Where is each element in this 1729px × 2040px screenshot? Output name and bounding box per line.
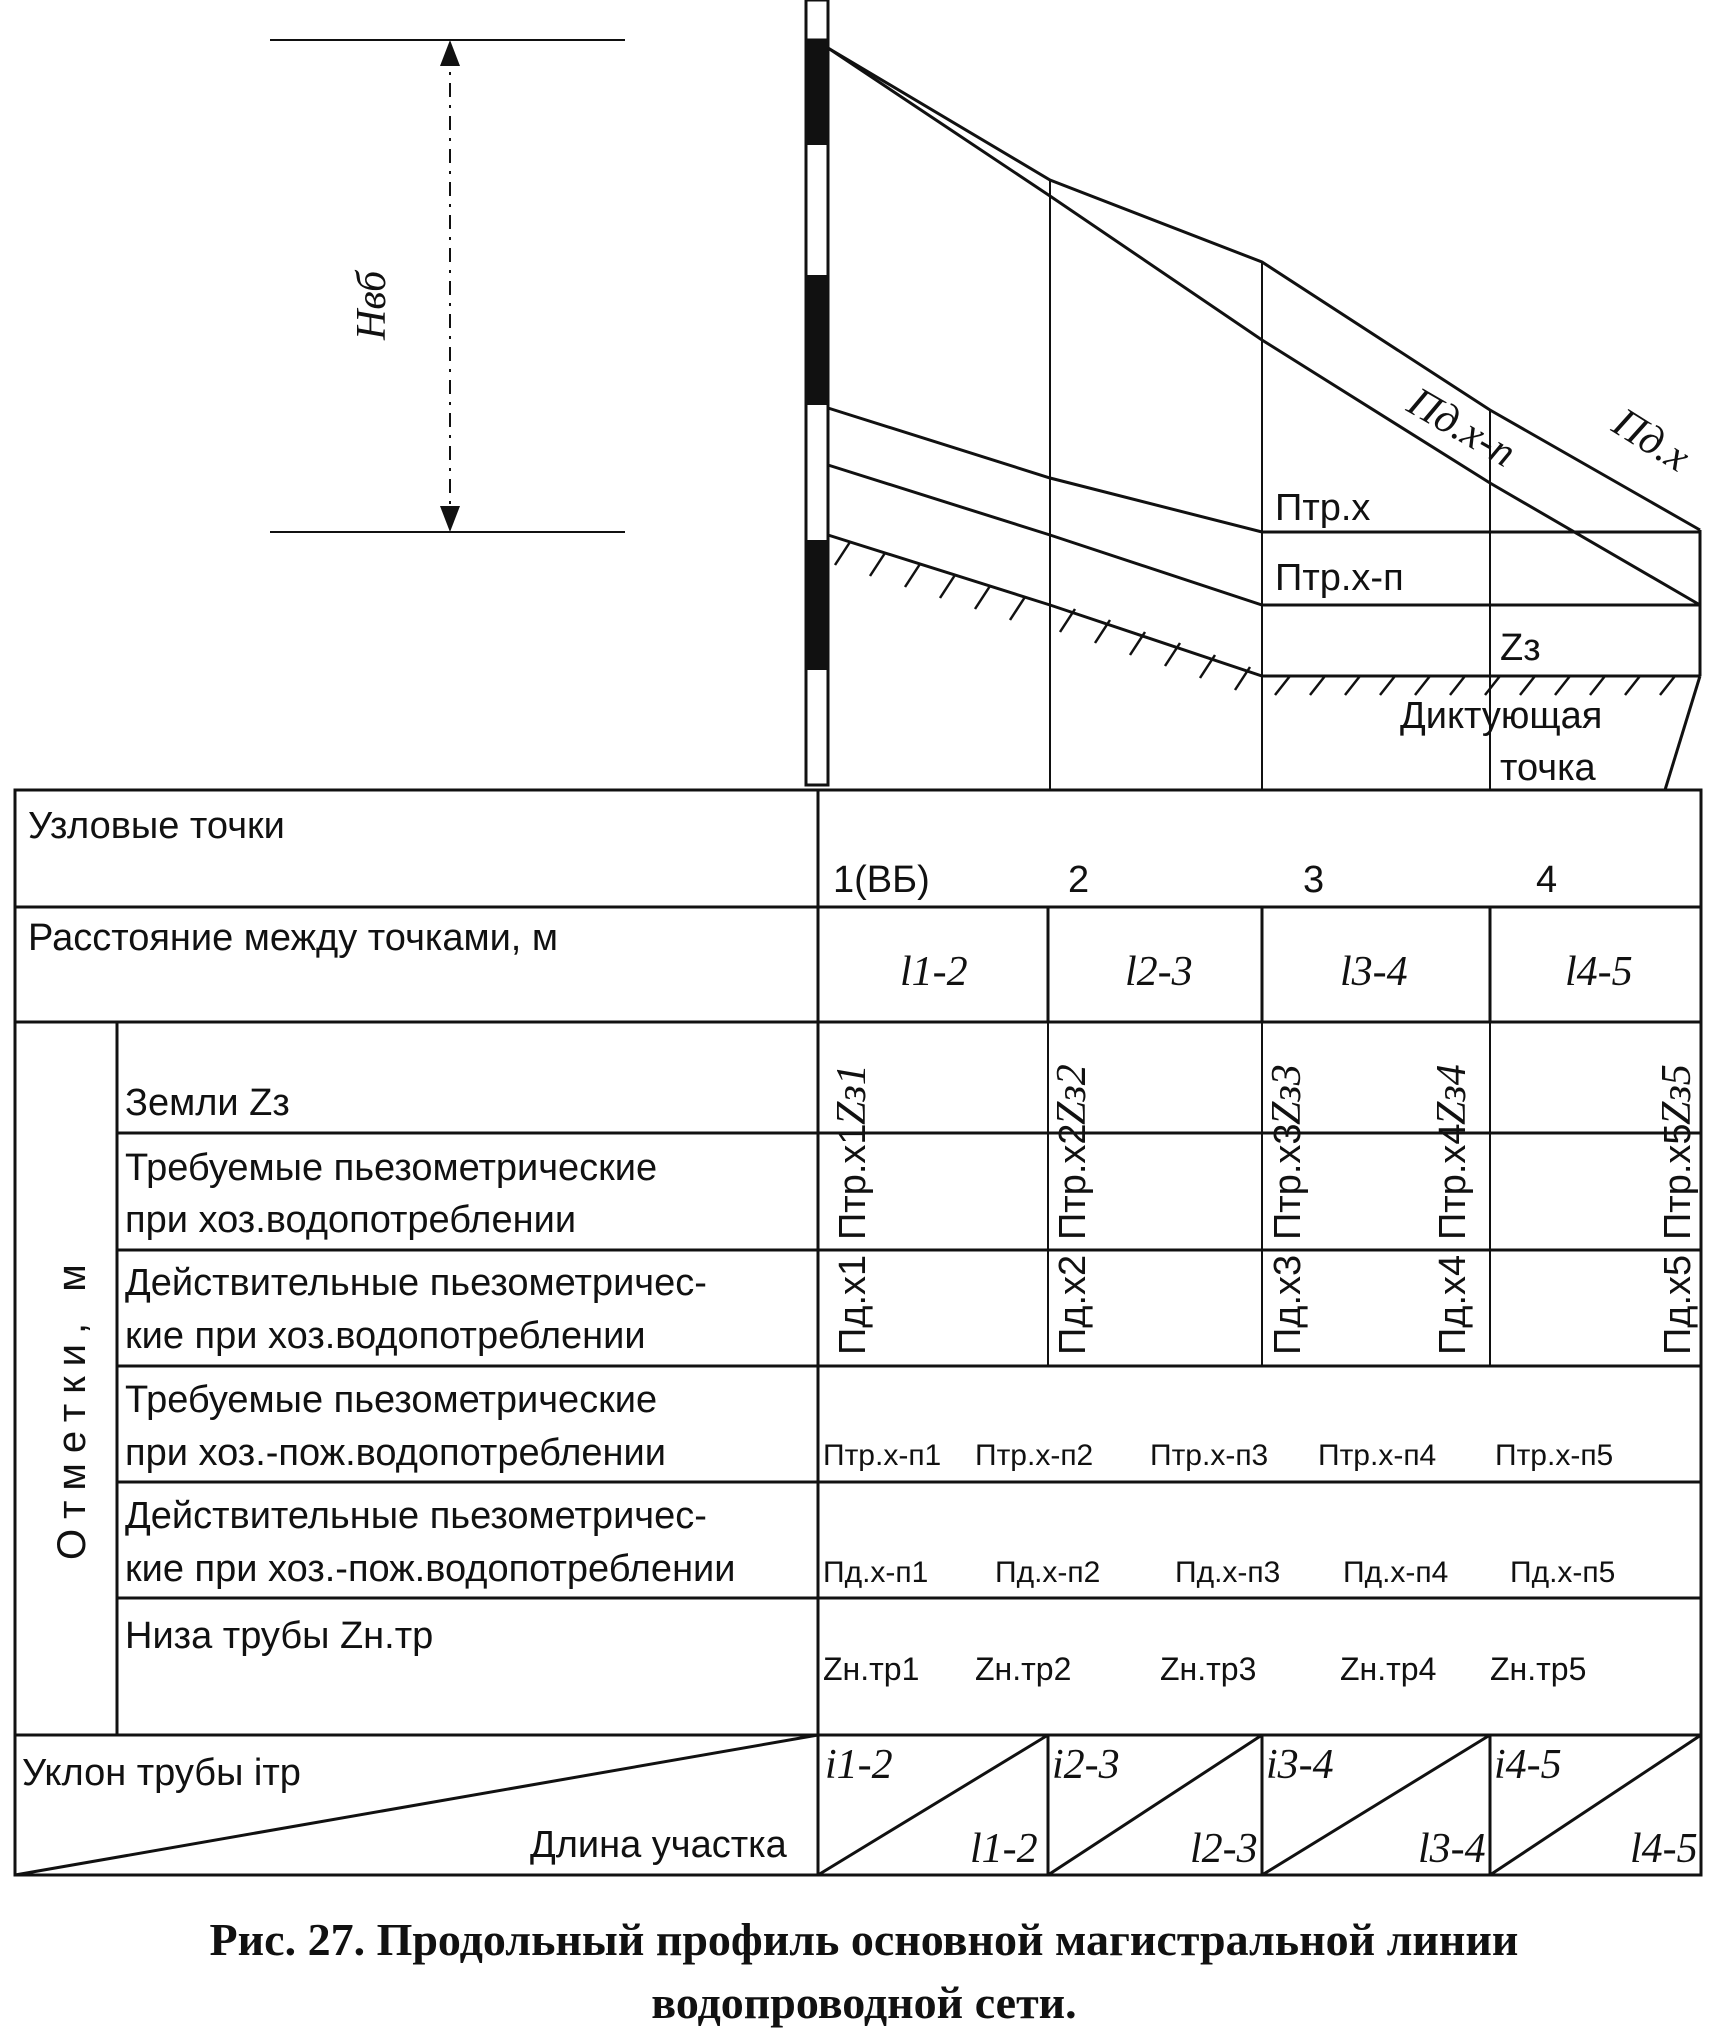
node-3: 3 xyxy=(1303,859,1324,901)
value-ptrx2: Птр.х2 xyxy=(1052,1123,1094,1240)
value-zntr5: Zн.тр5 xyxy=(1490,1651,1586,1687)
row-zntr-label: Низа трубы Zн.тр xyxy=(125,1615,433,1657)
slope-4: i4-5 xyxy=(1494,1742,1562,1788)
row-pdxp-label-1: Действительные пьезометричес- xyxy=(125,1495,707,1537)
value-pdxp1: Пд.х-п1 xyxy=(823,1556,928,1589)
caption-line-1: Рис. 27. Продольный профиль основной маг… xyxy=(210,1914,1519,1965)
line-ptrx xyxy=(827,406,1700,534)
value-ptrxp5: Птр.х-п5 xyxy=(1495,1439,1613,1472)
value-pdx3: Пд.х3 xyxy=(1267,1255,1309,1355)
label-zz: Zз xyxy=(1500,627,1541,669)
node-2: 2 xyxy=(1068,859,1089,901)
value-ptrx5: Птр.х5 xyxy=(1657,1123,1699,1240)
data-table: Узловые точки 1(ВБ) 2 3 4 Расстояние меж… xyxy=(13,788,1703,1877)
row-ptrx-label-2: при хоз.водопотреблении xyxy=(125,1199,576,1241)
slope-2: i2-3 xyxy=(1052,1742,1120,1788)
marks-group-label: Отметки, м xyxy=(50,1254,94,1560)
value-zz3: Zз3 xyxy=(1264,1064,1310,1125)
profile-graph: Пд.х-п Пд.х Птр.х Птр.х-п Zз Диктующая т… xyxy=(827,46,1702,791)
value-pdx1: Пд.х1 xyxy=(832,1255,874,1355)
value-zz5: Zз5 xyxy=(1654,1064,1700,1125)
length-4: l4-5 xyxy=(1630,1826,1698,1872)
length-2: l2-3 xyxy=(1190,1826,1258,1872)
value-pdxp5: Пд.х-п5 xyxy=(1510,1556,1615,1589)
value-pdx5: Пд.х5 xyxy=(1657,1255,1699,1355)
zntr-values: Zн.тр1 Zн.тр2 Zн.тр3 Zн.тр4 Zн.тр5 xyxy=(823,1651,1586,1687)
ptrx-values: Птр.х1 Птр.х2 Птр.х3 Птр.х4 Птр.х5 xyxy=(832,1123,1699,1240)
value-pdxp3: Пд.х-п3 xyxy=(1175,1556,1280,1589)
length-header: Длина участка xyxy=(530,1824,788,1866)
nodes-header: Узловые точки xyxy=(28,805,285,847)
caption-line-2: водопроводной сети. xyxy=(651,1977,1076,2028)
distance-1: l1-2 xyxy=(900,949,968,995)
line-pdx xyxy=(827,46,1701,607)
hvb-label: Нвб xyxy=(349,269,395,341)
hvb-dimension: Нвб xyxy=(270,39,625,533)
arrow-down-icon xyxy=(440,506,460,532)
node-4: 4 xyxy=(1536,859,1557,901)
distance-3: l3-4 xyxy=(1340,949,1408,995)
node-1: 1(ВБ) xyxy=(833,859,930,901)
value-zntr4: Zн.тр4 xyxy=(1340,1651,1436,1687)
distance-4: l4-5 xyxy=(1565,949,1633,995)
value-zz2: Zз2 xyxy=(1049,1064,1095,1125)
value-ptrxp4: Птр.х-п4 xyxy=(1318,1439,1436,1472)
row-pdx-label-2: кие при хоз.водопотреблении xyxy=(125,1315,646,1357)
value-zntr3: Zн.тр3 xyxy=(1160,1651,1256,1687)
line-ptrxp xyxy=(827,463,1700,607)
row-ptrxp-label-2: при хоз.-пож.водопотреблении xyxy=(125,1432,666,1474)
slope-1: i1-2 xyxy=(825,1742,893,1788)
ground-values: Zз1 Zз2 Zз3 Zз4 Zз5 xyxy=(829,1064,1700,1125)
value-pdxp4: Пд.х-п4 xyxy=(1343,1556,1448,1589)
value-zntr2: Zн.тр2 xyxy=(975,1651,1071,1687)
row-ptrx-label-1: Требуемые пьезометрические xyxy=(125,1147,657,1189)
ground-hatch xyxy=(833,541,1676,696)
value-pdxp2: Пд.х-п2 xyxy=(995,1556,1100,1589)
line-ground xyxy=(827,533,1700,678)
value-ptrxp3: Птр.х-п3 xyxy=(1150,1439,1268,1472)
ptrxp-values: Птр.х-п1 Птр.х-п2 Птр.х-п3 Птр.х-п4 Птр.… xyxy=(823,1439,1613,1472)
value-ptrx1: Птр.х1 xyxy=(832,1123,874,1240)
slope-header: Уклон трубы iтр xyxy=(22,1752,301,1794)
distance-2: l2-3 xyxy=(1125,949,1193,995)
value-ptrx4: Птр.х4 xyxy=(1432,1123,1474,1240)
pdxp-values: Пд.х-п1 Пд.х-п2 Пд.х-п3 Пд.х-п4 Пд.х-п5 xyxy=(823,1556,1615,1589)
label-dictating-2: точка xyxy=(1500,747,1597,789)
value-pdx2: Пд.х2 xyxy=(1052,1255,1094,1355)
value-ptrxp2: Птр.х-п2 xyxy=(975,1439,1093,1472)
length-1: l1-2 xyxy=(970,1826,1038,1872)
value-pdx4: Пд.х4 xyxy=(1432,1255,1474,1355)
distance-header: Расстояние между точками, м xyxy=(28,917,558,959)
scale-bar xyxy=(804,0,830,787)
row-pdx-label-1: Действительные пьезометричес- xyxy=(125,1262,707,1304)
label-ptrx: Птр.х xyxy=(1275,487,1370,529)
slope-3: i3-4 xyxy=(1266,1742,1334,1788)
value-ptrxp1: Птр.х-п1 xyxy=(823,1439,941,1472)
length-3: l3-4 xyxy=(1418,1826,1486,1872)
row-pdxp-label-2: кие при хоз.-пож.водопотреблении xyxy=(125,1548,736,1590)
label-ptrxp: Птр.х-п xyxy=(1275,557,1404,599)
arrow-up-icon xyxy=(440,40,460,66)
value-zntr1: Zн.тр1 xyxy=(823,1651,919,1687)
value-zz1: Zз1 xyxy=(829,1064,875,1125)
line-pdxp xyxy=(827,46,1701,532)
label-dictating-1: Диктующая xyxy=(1400,695,1602,737)
row-ground-label: Земли Zз xyxy=(125,1082,290,1124)
pdx-values: Пд.х1 Пд.х2 Пд.х3 Пд.х4 Пд.х5 xyxy=(832,1255,1699,1355)
label-pdx: Пд.х xyxy=(1604,399,1698,482)
value-zz4: Zз4 xyxy=(1429,1064,1475,1125)
row-ptrxp-label-1: Требуемые пьезометрические xyxy=(125,1379,657,1421)
value-ptrx3: Птр.х3 xyxy=(1267,1123,1309,1240)
